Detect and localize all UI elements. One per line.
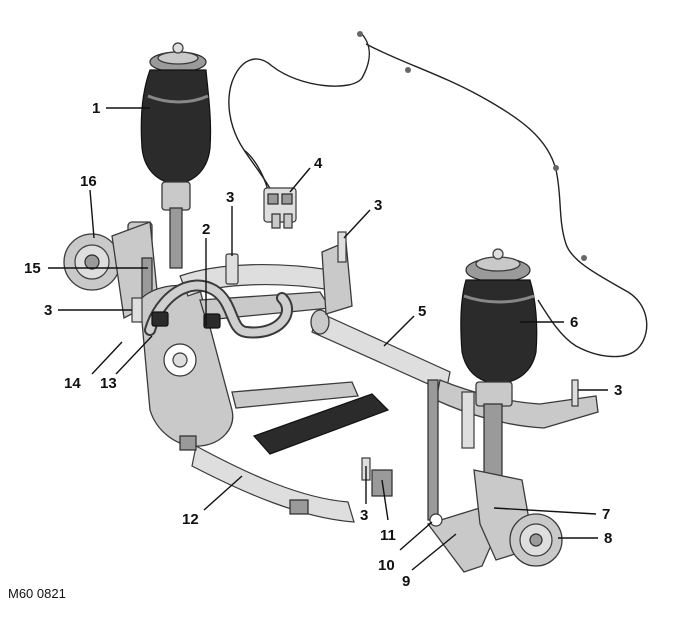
- harness-connector: [357, 31, 363, 37]
- leader-4: [289, 167, 311, 193]
- callout-16: 16: [80, 173, 97, 190]
- harness-clip: [581, 255, 587, 261]
- callout-6: 6: [570, 314, 578, 331]
- air-valve-block: [263, 187, 297, 229]
- callout-14: 14: [64, 375, 81, 392]
- callout-7: 7: [602, 506, 610, 523]
- leader-9: [411, 533, 457, 571]
- right-knuckle-hub: [473, 469, 563, 567]
- callout-3: 3: [374, 197, 382, 214]
- callout-3: 3: [614, 382, 622, 399]
- callout-3: 3: [44, 302, 52, 319]
- callout-9: 9: [402, 573, 410, 590]
- callout-3: 3: [360, 507, 368, 524]
- leader-11: [381, 479, 389, 521]
- harness-clip: [553, 165, 559, 171]
- leader-7: [493, 507, 597, 515]
- leader-16: [89, 189, 95, 239]
- leader-lines: [48, 107, 608, 571]
- anti-roll-bar: [144, 279, 293, 339]
- callout-11: 11: [380, 527, 396, 544]
- leader-13: [115, 335, 153, 375]
- callout-1: 1: [92, 100, 100, 117]
- callout-10: 10: [378, 557, 395, 574]
- leader-3b: [343, 209, 371, 239]
- callout-13: 13: [100, 375, 117, 392]
- leader-14: [91, 341, 123, 375]
- leader-5: [383, 315, 415, 347]
- callout-2: 2: [202, 221, 210, 238]
- callout-4: 4: [314, 155, 323, 172]
- callout-8: 8: [604, 530, 612, 547]
- figure-reference: M60 0821: [8, 586, 66, 601]
- right-air-strut: [460, 248, 538, 477]
- wiring-harness: [228, 31, 648, 358]
- callout-5: 5: [418, 303, 426, 320]
- callout-3: 3: [226, 189, 234, 206]
- harness-clip: [405, 67, 411, 73]
- left-air-strut: [127, 42, 212, 287]
- callout-12: 12: [182, 511, 199, 528]
- leader-12: [203, 475, 243, 511]
- callout-15: 15: [24, 260, 41, 277]
- callouts: 1 2 3 3 3 3 3 4 5 6 7 8 9 10 11 12 13 14…: [24, 100, 622, 590]
- leader-10: [399, 521, 433, 551]
- right-lower-arm: [426, 379, 497, 573]
